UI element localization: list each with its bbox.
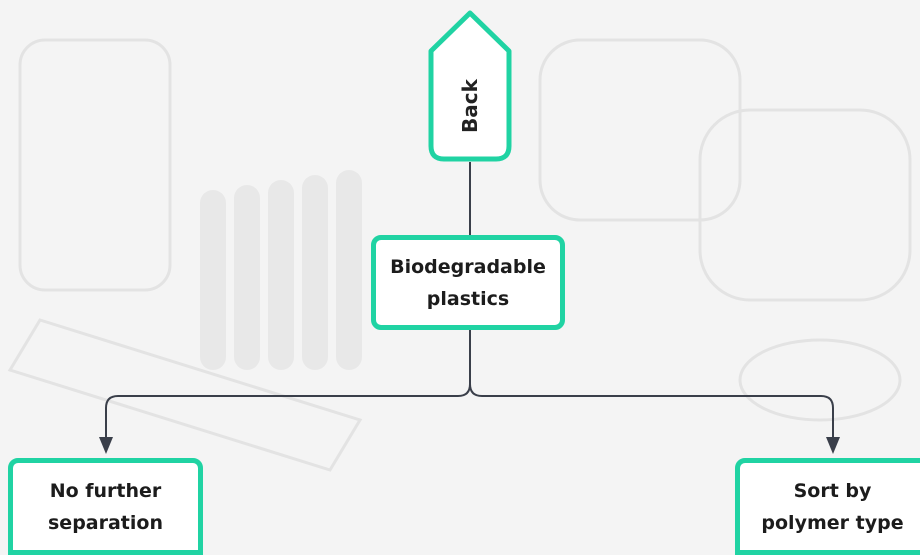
node-left-line2: separation [48,511,163,534]
node-biodegradable-plastics[interactable]: Biodegradable plastics [371,235,565,330]
node-no-further-separation[interactable]: No further separation [8,458,203,555]
node-right-line1: Sort by [793,479,872,502]
back-button-label: Back [458,79,482,133]
connector-center-to-left [105,330,471,438]
back-button[interactable]: Back [428,10,512,162]
node-sort-by-polymer-type[interactable]: Sort by polymer type [735,458,920,555]
arrowhead-left [99,437,113,454]
node-left-line1: No further [49,479,162,502]
node-center-line1: Biodegradable [390,255,546,278]
back-button-shape [428,10,512,162]
arrowhead-right [826,437,840,454]
connector-center-to-right [469,383,834,438]
node-center-line2: plastics [426,287,510,310]
node-right-line2: polymer type [761,511,904,534]
